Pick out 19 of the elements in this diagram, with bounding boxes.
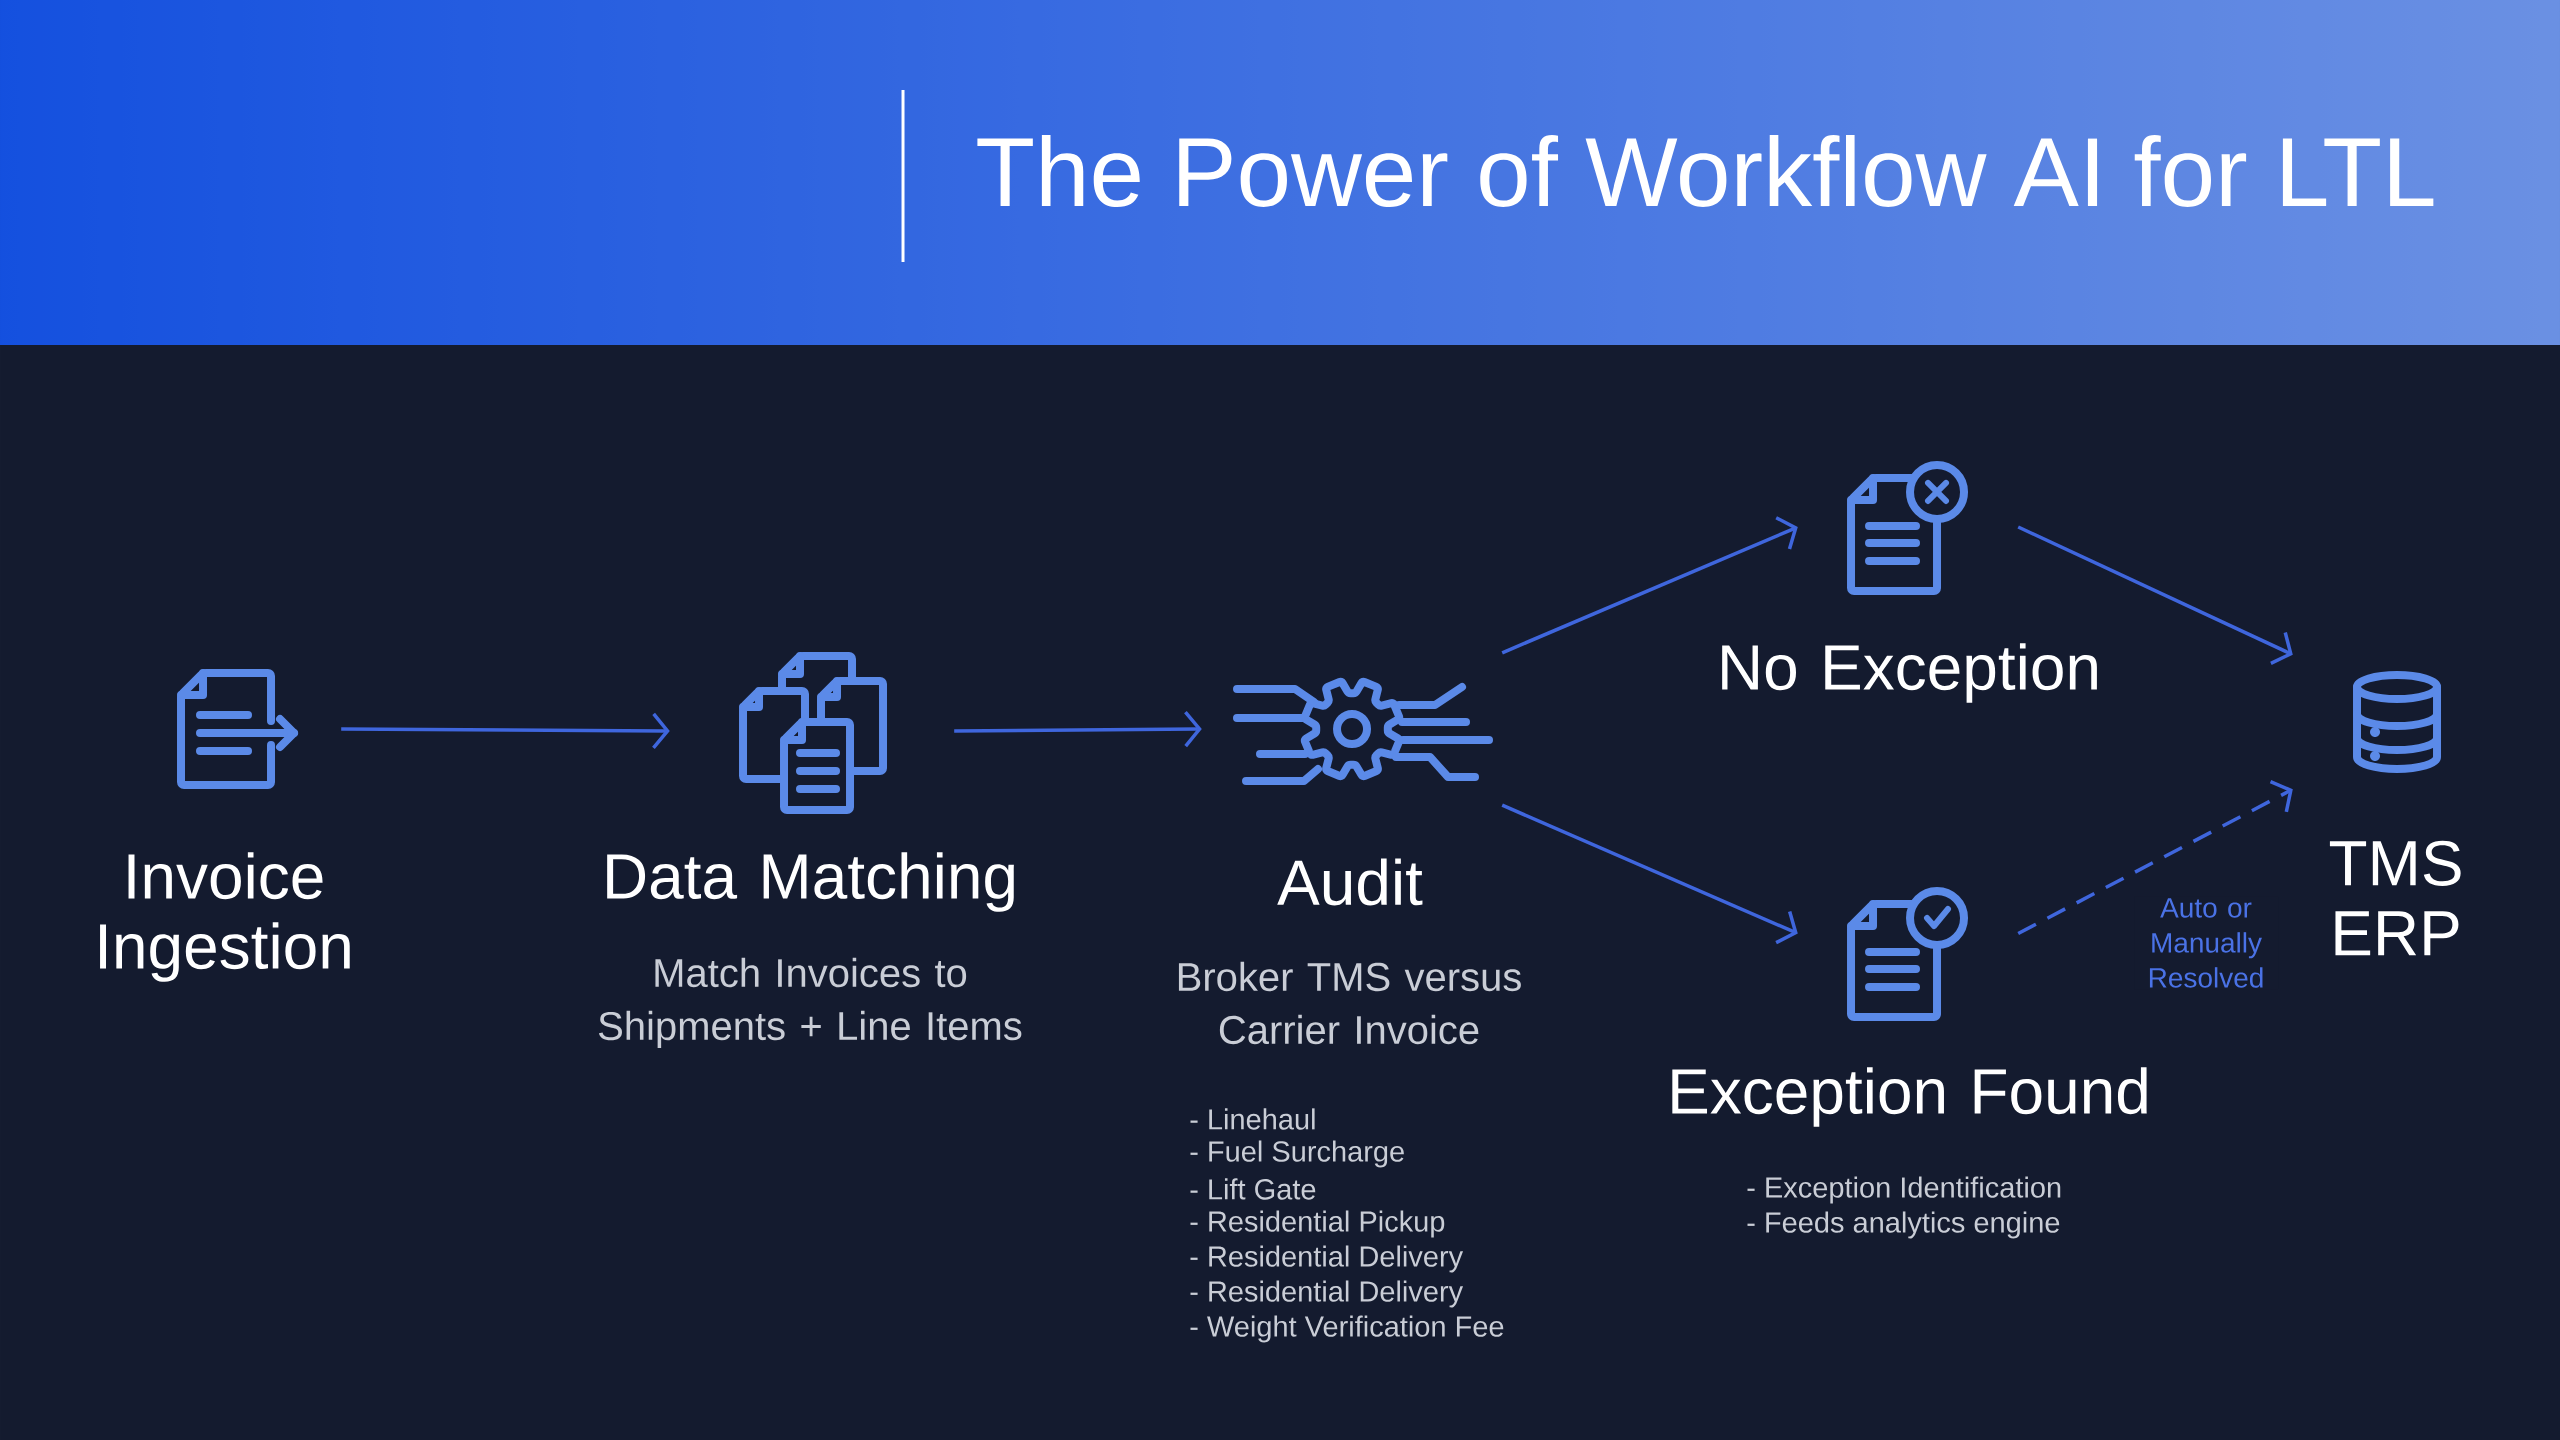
bullet-item: - Linehaul [1190,1108,1315,1130]
bullet-item: - Exception Identification [1747,1176,2061,1204]
bullet-item: - Fuel Surcharge [1190,1140,1404,1168]
step-title: Data Matching [607,852,1014,912]
step-title: No Exception [1722,643,2097,703]
bullet-item: - Feeds analytics engine [1747,1211,2060,1239]
title: The Power of Workflow AI for LTL [977,135,2434,207]
step-title: Exception Found [1672,1067,2147,1127]
step-title: Invoice Ingestion [100,852,350,982]
bullet-item: - Weight Verification Fee [1190,1315,1504,1343]
step-title: TMS ERP [2329,840,2461,956]
bullet-item: - Residential Pickup [1190,1210,1445,1238]
step-title: Audit [1277,858,1423,906]
edge-label: Auto or Manually Resolved [2134,896,2278,990]
bullet-item: - Residential Delivery [1190,1245,1464,1273]
step-description: Broker TMS versus Carrier Invoice [1178,961,1521,1045]
bullet-item: - Residential Delivery [1190,1280,1464,1308]
bullet-item: - Lift Gate [1190,1178,1316,1200]
step-description: Match Invoices to Shipments + Line Items [598,957,1022,1049]
